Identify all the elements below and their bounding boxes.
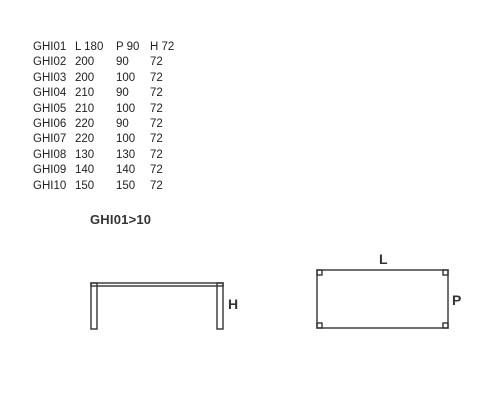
height-value: 72: [150, 71, 163, 84]
leg-top-left: [316, 269, 323, 276]
depth-value: 100: [116, 133, 136, 146]
table-row: GHI02 200 90 72: [33, 55, 180, 70]
length-value: 200: [75, 71, 95, 84]
model-code: GHI05: [33, 102, 67, 115]
height-value: 72: [150, 164, 163, 177]
length-value: 210: [75, 102, 95, 115]
length-value: 130: [75, 148, 95, 161]
length-label: L: [379, 251, 388, 267]
top-view-drawing: [316, 269, 449, 329]
height-value: 72: [150, 148, 163, 161]
depth-value: P 90: [116, 41, 140, 53]
left-leg: [90, 282, 98, 330]
depth-value: 150: [116, 179, 136, 192]
table-row: GHI10 150 150 72: [33, 179, 180, 194]
model-code: GHI07: [33, 133, 67, 146]
table-row: GHI09 140 140 72: [33, 163, 180, 178]
leg-top-right: [442, 269, 449, 276]
leg-bottom-left: [316, 322, 323, 329]
right-leg: [216, 282, 224, 330]
length-value: 220: [75, 118, 95, 131]
tabletop-plan-outline: [316, 269, 449, 329]
table-row: GHI04 210 90 72: [33, 86, 180, 101]
height-value: 72: [150, 118, 163, 131]
model-code: GHI10: [33, 179, 67, 192]
height-value: 72: [150, 179, 163, 192]
side-view-drawing: [90, 282, 224, 330]
leg-bottom-right: [442, 322, 449, 329]
height-value: H 72: [150, 41, 175, 53]
depth-value: 90: [116, 118, 129, 131]
length-value: 140: [75, 164, 95, 177]
depth-value: 90: [116, 87, 129, 100]
model-code: GHI03: [33, 71, 67, 84]
model-code: GHI06: [33, 118, 67, 131]
table-row: GHI03 200 100 72: [33, 71, 180, 86]
table-row: GHI05 210 100 72: [33, 102, 180, 117]
model-code: GHI02: [33, 56, 67, 69]
depth-value: 140: [116, 164, 136, 177]
height-value: 72: [150, 87, 163, 100]
length-value: 210: [75, 87, 95, 100]
model-code: GHI08: [33, 148, 67, 161]
table-row: GHI01 L 180 P 90 H 72: [33, 40, 180, 55]
height-value: 72: [150, 133, 163, 146]
length-value: 200: [75, 56, 95, 69]
model-code: GHI04: [33, 87, 67, 100]
length-value: 220: [75, 133, 95, 146]
table-row: GHI06 220 90 72: [33, 117, 180, 132]
depth-value: 130: [116, 148, 136, 161]
height-value: 72: [150, 102, 163, 115]
length-value: 150: [75, 179, 95, 192]
length-value: L 180: [75, 41, 104, 53]
table-row: GHI07 220 100 72: [33, 132, 180, 147]
depth-value: 100: [116, 71, 136, 84]
depth-value: 90: [116, 56, 129, 69]
height-value: 72: [150, 56, 163, 69]
depth-label: P: [452, 292, 461, 308]
model-code: GHI09: [33, 164, 67, 177]
model-code: GHI01: [33, 41, 67, 53]
table-row: GHI08 130 130 72: [33, 148, 180, 163]
depth-value: 100: [116, 102, 136, 115]
model-range-label: GHI01>10: [90, 212, 152, 227]
tabletop-outline: [90, 282, 224, 287]
height-label: H: [228, 296, 238, 312]
